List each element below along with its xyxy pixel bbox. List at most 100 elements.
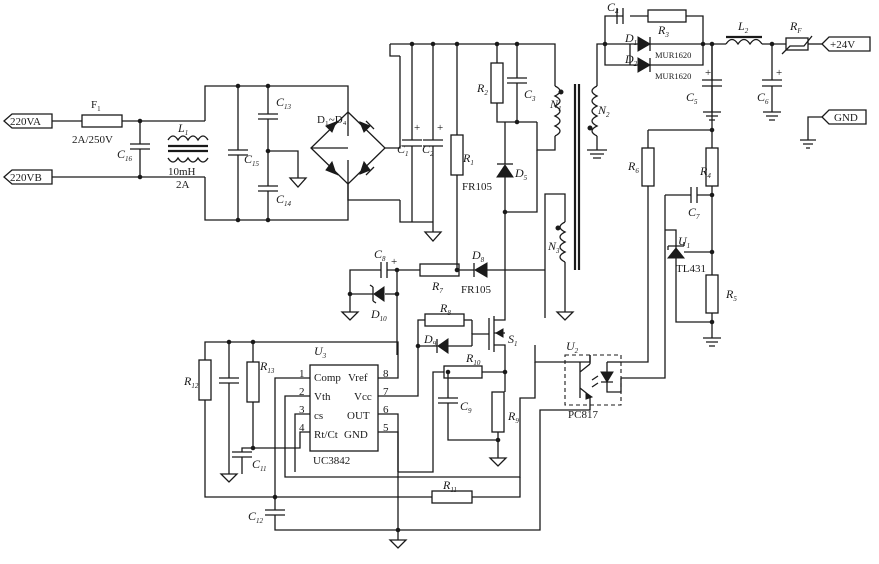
pwm-controller-u3-uc3842: U3 UC3842 1 Comp 2 Vth 3 cs 4 Rt/Ct 8 Vr… xyxy=(299,344,389,467)
svg-text:D₁~D₄: D₁~D₄ xyxy=(317,114,347,126)
ground-symbol xyxy=(423,231,443,242)
resistor-r1: R1 xyxy=(450,41,474,258)
svg-text:C13: C13 xyxy=(276,95,292,111)
svg-text:OUT: OUT xyxy=(347,410,370,422)
svg-text:+: + xyxy=(414,122,420,134)
capacitor-c9: C9 xyxy=(438,369,498,441)
capacitor-c2: + C2 xyxy=(422,41,443,232)
svg-text:Vth: Vth xyxy=(314,391,331,403)
svg-text:D9: D9 xyxy=(423,332,437,348)
svg-text:U1: U1 xyxy=(678,234,690,250)
svg-text:D2: D2 xyxy=(624,52,638,68)
svg-text:F1: F1 xyxy=(91,99,101,113)
svg-text:Vref: Vref xyxy=(348,372,368,384)
svg-text:GND: GND xyxy=(834,112,858,124)
capacitor-c4: C4 xyxy=(607,0,624,24)
svg-text:C16: C16 xyxy=(117,147,133,163)
resistor-r4: R4 xyxy=(699,127,719,275)
svg-text:FR105: FR105 xyxy=(462,181,492,193)
zener-d10: D10 xyxy=(347,284,400,323)
svg-text:R5: R5 xyxy=(725,287,737,303)
svg-text:MUR1620: MUR1620 xyxy=(655,50,691,60)
resistor-r8: R8 xyxy=(417,301,473,346)
diode-d1: D1 MUR1620 xyxy=(624,31,703,60)
svg-text:C5: C5 xyxy=(686,90,698,106)
diode-d9: D9 xyxy=(418,332,472,354)
inductor-l1: L1 10mH 2A xyxy=(167,121,209,191)
capacitor-c15: C15 xyxy=(228,83,260,223)
diode-d8: D8 FR105 xyxy=(459,248,491,296)
capacitor-c7: C7 xyxy=(665,187,715,221)
capacitor-c16: C16 xyxy=(117,118,150,180)
svg-text:+: + xyxy=(391,256,397,268)
ground-symbol xyxy=(288,177,308,188)
capacitor-c13: C13 xyxy=(258,83,292,151)
svg-text:L2: L2 xyxy=(737,19,749,35)
svg-text:D10: D10 xyxy=(370,307,387,323)
svg-text:2A: 2A xyxy=(176,179,190,191)
svg-text:Rt/Ct: Rt/Ct xyxy=(314,429,338,441)
svg-text:R9: R9 xyxy=(507,409,519,425)
resistor-r2: R2 xyxy=(476,41,537,123)
bridge-rectifier-d1-d4: D₁~D₄ xyxy=(310,56,401,185)
svg-text:+: + xyxy=(437,122,443,134)
svg-text:R2: R2 xyxy=(476,81,488,97)
resistor-r3: R3 xyxy=(647,9,704,44)
resistor-r5: R5 xyxy=(703,274,737,347)
svg-text:220VA: 220VA xyxy=(10,116,41,128)
svg-text:+: + xyxy=(705,67,711,79)
svg-text:R3: R3 xyxy=(657,23,669,39)
svg-text:220VB: 220VB xyxy=(10,172,42,184)
svg-text:C11: C11 xyxy=(252,457,267,473)
svg-text:Vcc: Vcc xyxy=(354,391,372,403)
svg-text:N1: N1 xyxy=(549,97,562,113)
svg-text:R8: R8 xyxy=(439,301,451,317)
mosfet-s1: S1 xyxy=(488,310,518,368)
resistor-r10: R10 xyxy=(398,351,508,473)
svg-text:R13: R13 xyxy=(259,359,275,375)
regulator-u1-tl431: U1 TL431 xyxy=(665,229,715,323)
svg-text:+: + xyxy=(776,67,782,79)
svg-text:C4: C4 xyxy=(607,0,619,16)
svg-text:R7: R7 xyxy=(431,279,443,295)
svg-text:N2: N2 xyxy=(597,103,610,119)
svg-text:C8: C8 xyxy=(374,247,386,263)
svg-text:D8: D8 xyxy=(471,248,485,264)
svg-text:cs: cs xyxy=(314,410,323,422)
svg-text:C9: C9 xyxy=(460,399,472,415)
capacitor-c11: C11 xyxy=(232,447,267,474)
svg-text:U2: U2 xyxy=(566,339,579,355)
svg-text:N3: N3 xyxy=(547,239,560,255)
svg-text:8: 8 xyxy=(383,368,389,380)
svg-text:1: 1 xyxy=(299,368,305,380)
fuse-rf: RF xyxy=(781,19,813,55)
svg-text:R12: R12 xyxy=(183,374,199,390)
svg-text:C3: C3 xyxy=(524,87,536,103)
svg-text:D1: D1 xyxy=(624,31,637,47)
resistor-r7: R7 xyxy=(397,263,460,295)
svg-text:C12: C12 xyxy=(248,509,264,525)
optocoupler-u2-pc817: U2 PC817 xyxy=(564,339,622,421)
svg-text:FR105: FR105 xyxy=(461,284,491,296)
inductor-l2: L2 xyxy=(725,19,763,46)
svg-text:10mH: 10mH xyxy=(168,166,196,178)
svg-text:R10: R10 xyxy=(465,351,481,367)
svg-text:L1: L1 xyxy=(177,121,188,137)
capacitor-c3: C3 xyxy=(507,41,536,125)
resistor-r12: R12 xyxy=(183,359,275,498)
svg-text:R11: R11 xyxy=(442,478,457,494)
svg-text:TL431: TL431 xyxy=(676,263,706,275)
svg-text:UC3842: UC3842 xyxy=(313,455,350,467)
svg-text:4: 4 xyxy=(299,422,305,434)
svg-text:Comp: Comp xyxy=(314,372,341,384)
svg-text:C14: C14 xyxy=(276,192,292,208)
svg-text:RF: RF xyxy=(789,19,802,35)
svg-text:C7: C7 xyxy=(688,205,700,221)
terminal-220va: 220VA xyxy=(3,113,53,129)
resistor-r9: R9 xyxy=(488,391,519,467)
svg-text:C6: C6 xyxy=(757,90,769,106)
svg-text:MUR1620: MUR1620 xyxy=(655,71,691,81)
svg-text:R4: R4 xyxy=(699,164,711,180)
svg-text:R6: R6 xyxy=(627,159,639,175)
